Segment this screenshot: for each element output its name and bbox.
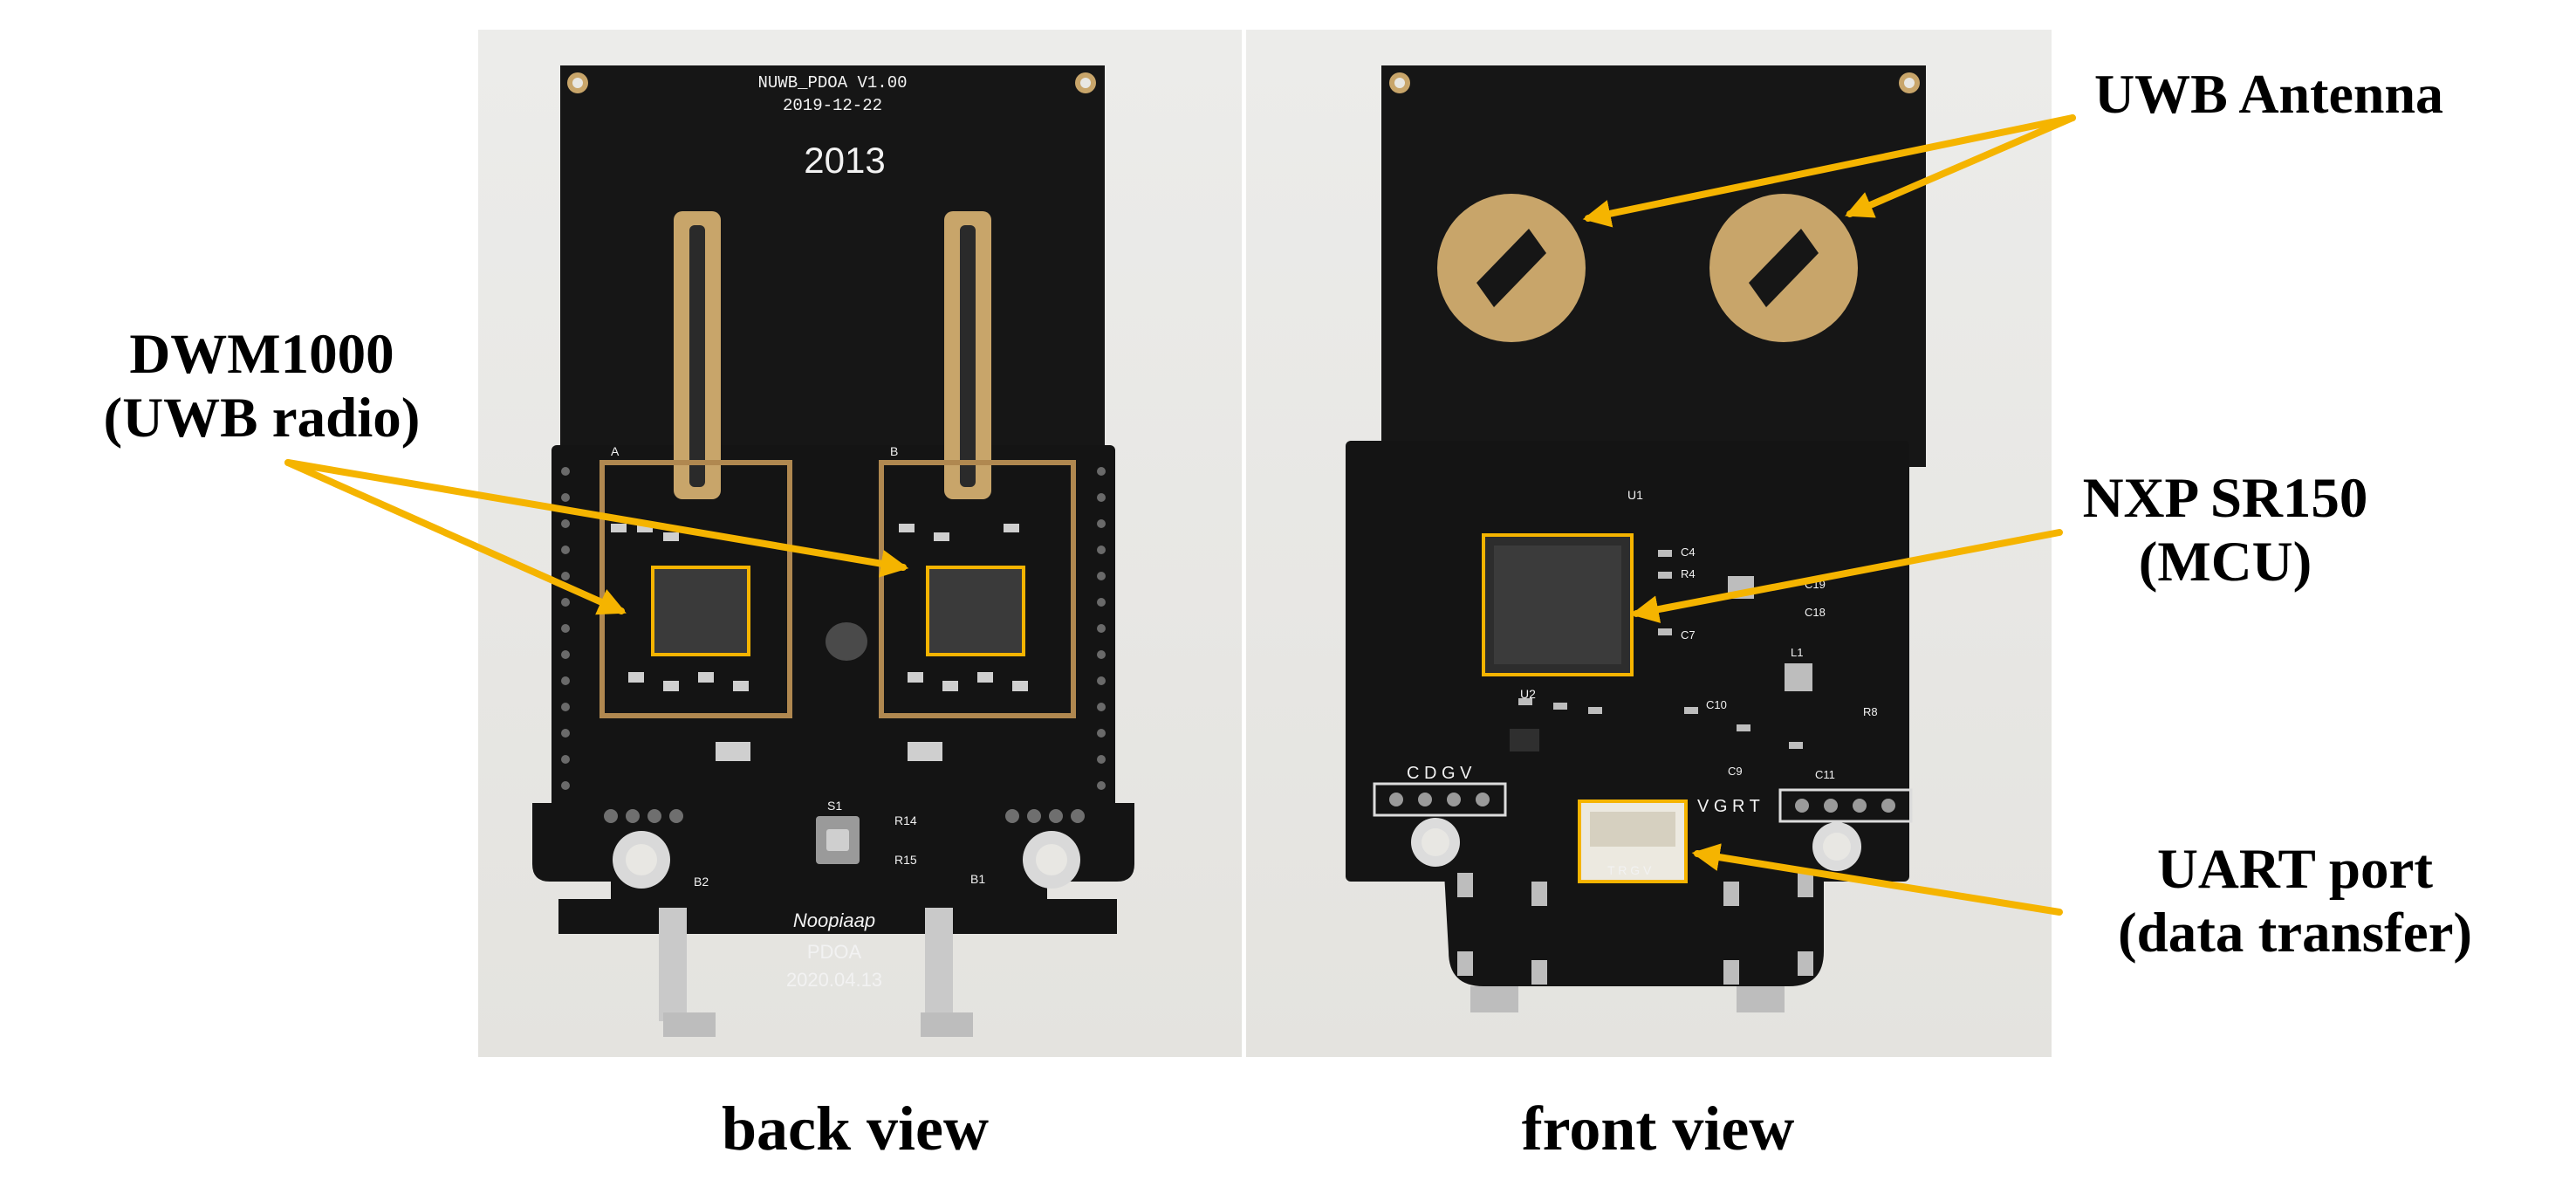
silk-l1: L1	[1791, 646, 1803, 659]
silk-c7: C7	[1681, 628, 1696, 642]
back-antenna-sheet	[560, 65, 1105, 467]
back-view-board: NUWB_PDOA V1.00 2019-12-22 2013 A B S1 R…	[532, 65, 1134, 1037]
annotation-uart-port: UART port (data transfer)	[2077, 838, 2513, 965]
silk-product-date: 2020.04.13	[786, 969, 882, 991]
annotation-dwm1000-line2: (UWB radio)	[103, 386, 421, 450]
silk-uart-pins: T R G V	[1607, 863, 1652, 877]
silk-r4: R4	[1681, 567, 1696, 580]
silk-r14: R14	[894, 813, 917, 827]
dwm1000-chip-b	[928, 567, 1024, 655]
annotation-uart-port-line1: UART port	[2156, 838, 2434, 901]
arrow-mcu	[1630, 529, 2063, 623]
silk-u2: U2	[1520, 687, 1536, 701]
silk-b2: B2	[694, 875, 709, 889]
annotation-uwb-antenna: UWB Antenna	[2024, 63, 2513, 126]
silk-r15: R15	[894, 853, 917, 867]
silk-c4: C4	[1681, 546, 1696, 559]
silk-u1: U1	[1627, 488, 1643, 502]
sma-connector-right	[925, 908, 953, 1021]
silk-board-date: 2019-12-22	[783, 96, 882, 115]
silk-c10: C10	[1706, 698, 1727, 711]
silk-header-left: C D G V	[1407, 764, 1472, 783]
silk-label-b: B	[890, 444, 898, 458]
highlight-dwm1000-a	[651, 566, 750, 656]
caption-back-view: back view	[722, 1094, 989, 1163]
annotation-nxp-sr150-line2: (MCU)	[2138, 530, 2312, 594]
highlight-uart	[1578, 800, 1688, 883]
arrow-antenna-right	[1845, 114, 2076, 218]
annotation-nxp-sr150-line1: NXP SR150	[2082, 467, 2368, 530]
annotation-dwm1000: DWM1000 (UWB radio)	[52, 323, 471, 450]
sma-connector-left	[659, 908, 687, 1021]
annotation-uart-port-line2: (data transfer)	[2117, 901, 2473, 964]
silk-c18: C18	[1805, 606, 1826, 619]
arrow-uart	[1691, 843, 2063, 916]
silk-c9: C9	[1728, 765, 1743, 778]
silk-label-a: A	[611, 444, 620, 458]
front-view-board: U1 U2 C4 R4 C7 C18 C19 L1 C10 C9 C11 R8 …	[1346, 65, 1926, 1012]
silk-c11: C11	[1815, 768, 1835, 781]
caption-front-view: front view	[1521, 1094, 1795, 1163]
silk-year-mark: 2013	[804, 140, 885, 181]
silk-header-right: V G R T	[1697, 797, 1760, 816]
silk-s1: S1	[827, 799, 842, 813]
silk-b1: B1	[970, 872, 985, 886]
dwm1000-chip-a	[653, 567, 749, 655]
annotation-dwm1000-line1: DWM1000	[129, 323, 394, 386]
silk-board-name: NUWB_PDOA V1.00	[757, 73, 907, 93]
arrow-dwm1000-b	[284, 459, 909, 578]
arrow-antenna-left	[1582, 114, 2076, 228]
silk-r8: R8	[1863, 705, 1878, 718]
silk-brand: Noopiaap	[793, 909, 875, 931]
arrow-dwm1000-a	[284, 459, 627, 615]
annotation-uwb-antenna-line1: UWB Antenna	[2093, 63, 2444, 125]
silk-product: PDOA	[807, 941, 862, 963]
annotation-nxp-sr150: NXP SR150 (MCU)	[2033, 467, 2417, 594]
highlight-dwm1000-b	[926, 566, 1025, 656]
